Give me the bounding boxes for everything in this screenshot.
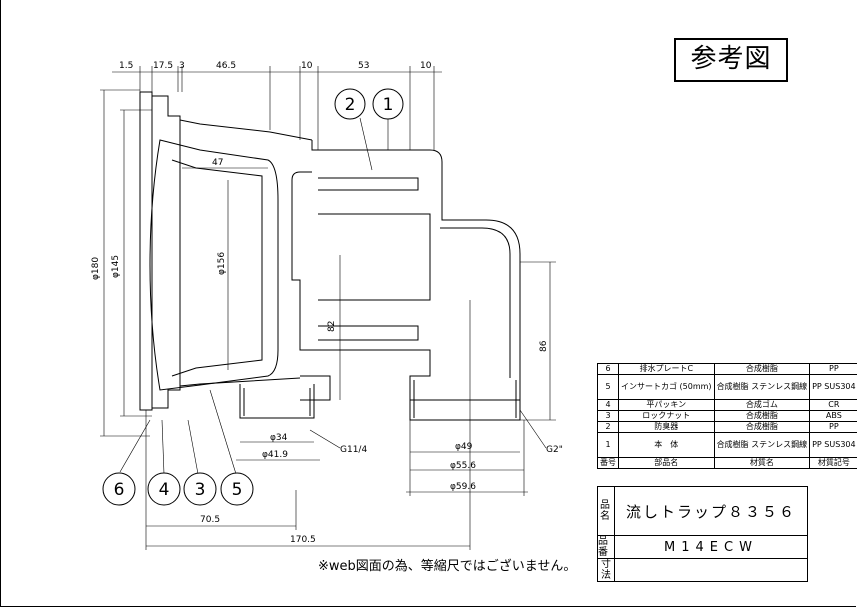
table-row: 3 ロックナット 合成樹脂 ABS: [597, 410, 857, 422]
part-material: 合成樹脂: [713, 421, 811, 433]
product-code: M14ECW: [614, 535, 808, 559]
table-row: 6 排水プレートC 合成樹脂 PP: [597, 363, 857, 375]
part-symbol: PP SUS304: [809, 374, 857, 400]
part-symbol: PP SUS304: [809, 432, 857, 458]
part-name: 平パッキン: [618, 399, 715, 411]
scale-note: ※web図面の為、等縮尺ではございません。: [318, 559, 577, 574]
balloon-2: [334, 88, 366, 120]
dim-d59-6: φ59.6: [450, 482, 476, 492]
table-row: 1 本 体 合成樹脂 ステンレス鋼線 PP SUS304: [597, 432, 857, 458]
balloon-1: [372, 88, 404, 120]
part-symbol: PP: [809, 363, 857, 375]
dim-d49: φ49: [455, 442, 473, 452]
part-symbol: ABS: [809, 410, 857, 422]
part-no: 3: [597, 410, 619, 422]
dim-46-5: 46.5: [216, 61, 236, 71]
balloon-5: [220, 472, 254, 506]
header-no: 番号: [597, 457, 619, 469]
dim-d156: φ156: [217, 252, 227, 275]
part-name: 排水プレートC: [618, 363, 715, 375]
body-inner: [318, 177, 431, 341]
balloon-6: [102, 472, 136, 506]
part-material: 合成樹脂 ステンレス鋼線: [713, 374, 811, 400]
dim-d55-6: φ55.6: [450, 461, 476, 471]
small-outlet: [239, 384, 315, 419]
header-material: 材質名: [713, 457, 811, 469]
reference-label: 参考図: [674, 38, 788, 82]
code-label: 品番: [597, 535, 615, 559]
part-name: 防臭器: [618, 421, 715, 433]
part-material: 合成ゴム: [713, 399, 811, 411]
part-name: インサートカゴ (50mm): [618, 374, 715, 400]
balloon-6-label: 6: [114, 480, 125, 500]
part-symbol: PP: [809, 421, 857, 433]
table-header: 番号 部品名 材質名 材質記号 備考: [597, 457, 857, 469]
header-symbol: 材質記号: [809, 457, 857, 469]
balloon-1-label: 1: [383, 95, 394, 115]
dim-d41-9: φ41.9: [262, 450, 288, 460]
dim-47: 47: [212, 158, 223, 168]
balloon-3: [183, 472, 217, 506]
body-outline: [291, 140, 521, 401]
dim-d145: φ145: [111, 255, 121, 278]
part-symbol: CR: [809, 399, 857, 411]
dim-10a: 10: [301, 61, 313, 71]
part-material: 合成樹脂: [713, 410, 811, 422]
product-name: 流しトラップ８３５６: [614, 486, 808, 536]
dim-d180: φ180: [91, 257, 101, 280]
balloon-4-label: 4: [159, 480, 170, 500]
flange-outline: [139, 91, 153, 411]
part-no: 2: [597, 421, 619, 433]
dim-10b: 10: [420, 61, 432, 71]
header-name: 部品名: [618, 457, 715, 469]
part-no: 5: [597, 374, 619, 400]
balloon-3-label: 3: [195, 480, 206, 500]
dim-d34: φ34: [270, 433, 288, 443]
dim-1-5: 1.5: [119, 61, 133, 71]
part-no: 1: [597, 432, 619, 458]
table-row: 4 平パッキン 合成ゴム CR: [597, 399, 857, 411]
dim-82: 82: [327, 321, 337, 332]
basket-outline: [149, 139, 279, 391]
part-name: ロックナット: [618, 410, 715, 422]
balloon-2-label: 2: [345, 95, 356, 115]
balloon-5-label: 5: [232, 480, 243, 500]
dim-17-5: 17.5: [153, 61, 173, 71]
parts-table: 6 排水プレートC 合成樹脂 PP 5 インサートカゴ (50mm) 合成樹脂 …: [597, 363, 857, 469]
part-material: 合成樹脂 ステンレス鋼線: [713, 432, 811, 458]
balloon-4: [147, 472, 181, 506]
part-material: 合成樹脂: [713, 363, 811, 375]
outlet-pipe: [409, 376, 521, 421]
dim-53: 53: [358, 61, 369, 71]
dim-label: 寸法: [597, 558, 615, 582]
part-no: 6: [597, 363, 619, 375]
dim-g2: G2": [546, 445, 563, 455]
name-label: 品名: [597, 486, 615, 536]
dim-value: [614, 558, 808, 582]
table-row: 5 インサートカゴ (50mm) 合成樹脂 ステンレス鋼線 PP SUS304: [597, 374, 857, 400]
dim-70-5: 70.5: [200, 515, 220, 525]
flange-lip: [152, 95, 181, 409]
dim-3: 3: [179, 61, 185, 71]
dim-g11-4: G11/4: [340, 445, 367, 455]
basket-inner: [171, 159, 263, 377]
dim-170-5: 170.5: [290, 535, 316, 545]
table-row: 2 防臭器 合成樹脂 PP: [597, 421, 857, 433]
dim-86: 86: [539, 340, 549, 352]
part-name: 本 体: [618, 432, 715, 458]
part-no: 4: [597, 399, 619, 411]
title-block: 品名 流しトラップ８３５６ 品番 M14ECW 寸法: [597, 486, 808, 582]
